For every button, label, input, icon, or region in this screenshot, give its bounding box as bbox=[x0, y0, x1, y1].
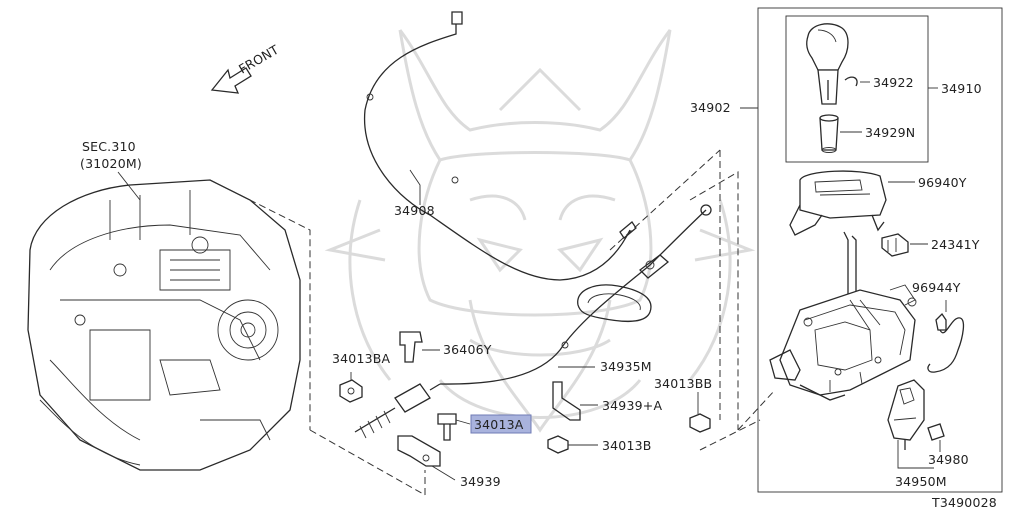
shifter-base bbox=[769, 231, 917, 401]
knob-frame-34910 bbox=[785, 15, 929, 163]
section-ref-line2: (31020M) bbox=[80, 156, 142, 171]
nut-34013BA bbox=[339, 372, 363, 403]
sleeve-34929N bbox=[819, 114, 839, 153]
label-24341Y: 24341Y bbox=[931, 237, 980, 252]
front-indicator: FRONT bbox=[210, 42, 281, 94]
label-34939A: 34939+A bbox=[602, 398, 662, 413]
label-34902: 34902 bbox=[690, 100, 731, 115]
shift-knob bbox=[806, 23, 849, 105]
dashed-guide-2 bbox=[309, 429, 426, 496]
label-34929N: 34929N bbox=[865, 125, 915, 140]
cable-34935M bbox=[354, 204, 712, 439]
clip-34922 bbox=[844, 76, 858, 87]
selector-34950M bbox=[887, 379, 934, 469]
label-34013A: 34013A bbox=[474, 417, 524, 432]
label-34980: 34980 bbox=[928, 452, 969, 467]
dashed-guide-4 bbox=[609, 149, 721, 251]
dashed-guide-6 bbox=[689, 171, 739, 430]
section-ref-leader bbox=[117, 171, 141, 201]
pin-34980 bbox=[927, 423, 945, 452]
dashed-guide-7 bbox=[699, 419, 761, 451]
connector-24341Y bbox=[881, 233, 928, 257]
label-34013B: 34013B bbox=[602, 438, 652, 453]
bracket-34939 bbox=[397, 435, 456, 481]
highlight-34013A bbox=[470, 414, 532, 434]
label-34908: 34908 bbox=[394, 203, 435, 218]
label-34935M: 34935M bbox=[600, 359, 652, 374]
label-34910: 34910 bbox=[941, 81, 982, 96]
dashed-guide-1 bbox=[209, 179, 311, 430]
nut-34013B bbox=[547, 435, 598, 454]
wire-96944Y bbox=[927, 300, 965, 373]
bracket-36406Y bbox=[399, 331, 440, 363]
dashed-guide-8 bbox=[737, 389, 776, 431]
label-34013BB: 34013BB bbox=[654, 376, 712, 391]
drawing-code: T3490028 bbox=[931, 495, 997, 510]
indicator-panel-96940Y bbox=[789, 170, 915, 236]
section-ref-line1: SEC.310 bbox=[82, 139, 136, 154]
watermark-emblem bbox=[324, 29, 756, 433]
label-34939: 34939 bbox=[460, 474, 501, 489]
label-34922: 34922 bbox=[873, 75, 914, 90]
front-label: FRONT bbox=[236, 42, 281, 77]
label-96940Y: 96940Y bbox=[918, 175, 967, 190]
label-36406Y: 36406Y bbox=[443, 342, 492, 357]
label-34013BA: 34013BA bbox=[332, 351, 391, 366]
cable-34908 bbox=[364, 11, 637, 281]
bracket-34939A bbox=[552, 381, 598, 421]
label-96944Y: 96944Y bbox=[912, 280, 961, 295]
transmission-assembly bbox=[27, 179, 301, 471]
assembly-frame-34902 bbox=[757, 7, 1003, 493]
label-34950M: 34950M bbox=[895, 474, 947, 489]
nut-34013BB bbox=[689, 392, 711, 433]
bolt-34013A bbox=[437, 413, 471, 441]
leader-34908 bbox=[409, 169, 421, 205]
